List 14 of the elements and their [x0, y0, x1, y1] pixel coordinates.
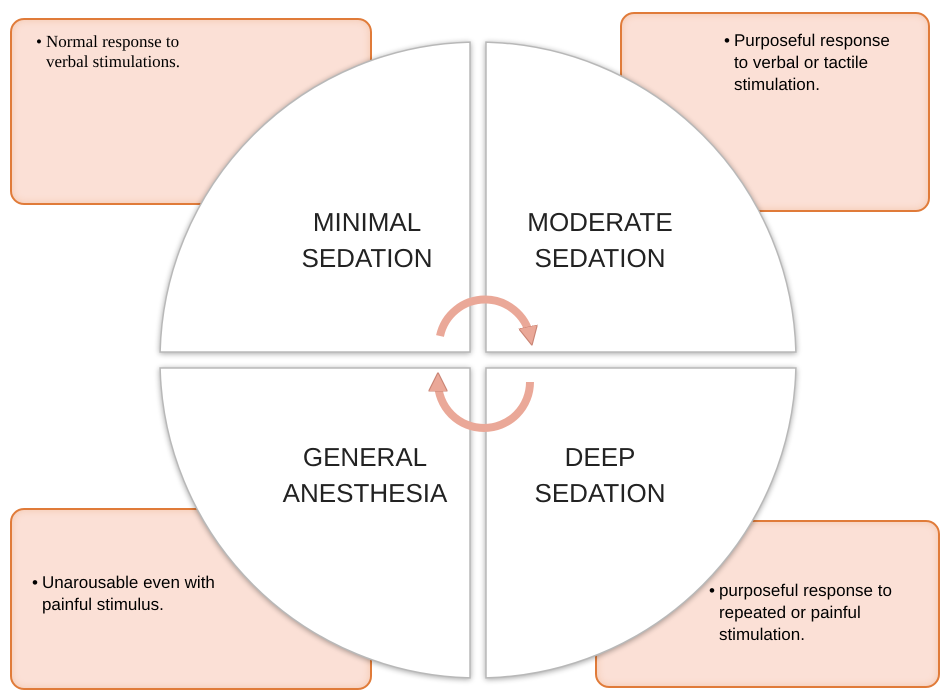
- quadrant-label: GENERAL ANESTHESIA: [282, 441, 448, 510]
- note-text: Purposeful response to verbal or tactile stimulation.: [734, 30, 891, 96]
- note-text: Normal response to verbal stimulations.: [46, 32, 182, 72]
- quadrant-label: MODERATE SEDATION: [526, 206, 674, 275]
- bullet-mark: •: [724, 30, 730, 52]
- quadrant-label: MINIMAL SEDATION: [300, 206, 434, 275]
- quadrant-label: DEEP SEDATION: [534, 441, 666, 510]
- note-text: purposeful response to repeated or painful stimulation.: [718, 580, 893, 646]
- curved-arrow: [436, 296, 538, 346]
- bullet-mark: •: [32, 572, 38, 594]
- note-text: Unarousable even with painful stimulus.: [42, 572, 216, 616]
- bullet-mark: •: [709, 580, 715, 602]
- bullet-mark: •: [36, 32, 42, 52]
- curved-arrow: [428, 372, 534, 432]
